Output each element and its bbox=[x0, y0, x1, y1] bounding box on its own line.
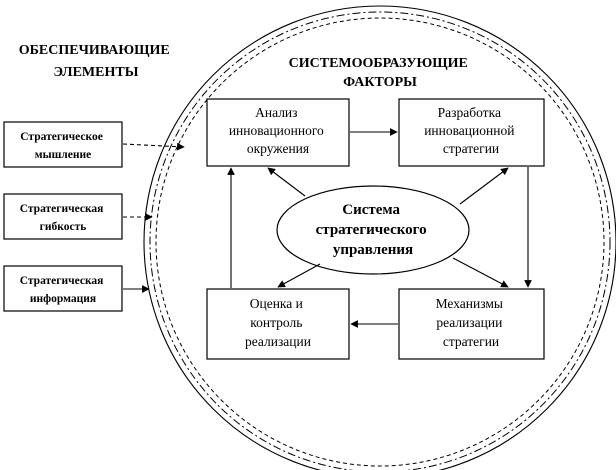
box-analysis-line: инновационного bbox=[229, 123, 324, 138]
box-development-line: стратегии bbox=[443, 141, 499, 156]
box-analysis-line: окружения bbox=[247, 141, 309, 156]
box-analysis-text: Анализ инновационного окружения bbox=[229, 105, 327, 156]
arrow-center-to-development bbox=[459, 167, 509, 205]
right-title: СИСТЕМООБРАЗУЮЩИЕ ФАКТОРЫ bbox=[289, 56, 472, 90]
left-title-line: ОБЕСПЕЧИВАЮЩИЕ bbox=[19, 43, 170, 58]
arrow-center-to-evaluation bbox=[277, 263, 321, 288]
arrow-center-to-analysis bbox=[267, 167, 306, 197]
center-ellipse bbox=[276, 185, 470, 275]
box-evaluation bbox=[206, 288, 350, 360]
box-evaluation-line: Оценка и bbox=[250, 296, 303, 311]
box-development-line: Разработка bbox=[438, 105, 501, 120]
box-analysis bbox=[206, 98, 350, 167]
box-mechanisms-line: стратегии bbox=[443, 334, 499, 349]
side-box-information bbox=[3, 265, 123, 312]
inner-circle-dashed bbox=[155, 17, 605, 467]
box-mechanisms-text: Механизмы реализации стратегии bbox=[436, 296, 507, 349]
center-text: Система стратегического управления bbox=[316, 202, 431, 258]
outer-circle-dashdot bbox=[149, 11, 611, 470]
center-line: Система bbox=[342, 202, 400, 218]
box-evaluation-line: контроль bbox=[250, 315, 302, 330]
left-title-line: ЭЛЕМЕНТЫ bbox=[54, 65, 139, 80]
side-information-line: информация bbox=[30, 293, 96, 305]
right-title-line: ФАКТОРЫ bbox=[343, 75, 417, 90]
center-line: управления bbox=[333, 242, 413, 258]
box-mechanisms bbox=[398, 288, 545, 360]
box-development-text: Разработка инновационной стратегии bbox=[424, 105, 518, 156]
box-development bbox=[398, 98, 545, 167]
side-thinking-line: Стратегическое bbox=[20, 131, 103, 143]
side-information-text: Стратегическая информация bbox=[20, 275, 107, 305]
box-mechanisms-line: Механизмы bbox=[436, 296, 503, 311]
side-flexibility-text: Стратегическая гибкость bbox=[20, 203, 107, 233]
side-flexibility-line: гибкость bbox=[40, 221, 87, 233]
right-title-line: СИСТЕМООБРАЗУЮЩИЕ bbox=[289, 56, 468, 71]
box-mechanisms-line: реализации bbox=[436, 315, 502, 330]
side-flexibility-line: Стратегическая bbox=[20, 203, 104, 215]
arrow-center-to-mechanisms bbox=[452, 257, 509, 288]
side-thinking-text: Стратегическое мышление bbox=[20, 131, 105, 161]
outer-circle-solid bbox=[143, 5, 616, 470]
left-title: ОБЕСПЕЧИВАЮЩИЕ ЭЛЕМЕНТЫ bbox=[19, 43, 173, 80]
box-development-line: инновационной bbox=[424, 123, 514, 138]
side-thinking-line: мышление bbox=[35, 149, 91, 161]
box-evaluation-line: реализации bbox=[245, 334, 311, 349]
box-analysis-line: Анализ bbox=[255, 105, 297, 120]
side-information-line: Стратегическая bbox=[20, 275, 104, 287]
side-box-thinking bbox=[3, 121, 123, 168]
center-line: стратегического bbox=[316, 222, 427, 238]
side-box-flexibility bbox=[3, 193, 123, 240]
arrow-thinking-to-circle bbox=[122, 142, 185, 151]
box-evaluation-text: Оценка и контроль реализации bbox=[245, 296, 311, 349]
